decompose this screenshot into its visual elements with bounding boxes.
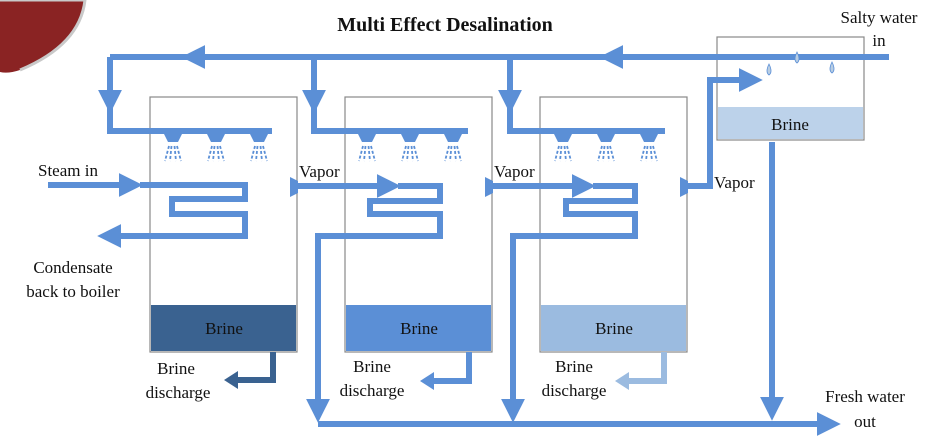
flow-lines [48,45,889,436]
preheater-brine-label: Brine [771,115,809,134]
brine-discharge-label-2b: discharge [340,381,405,400]
coil-3 [510,183,638,410]
spray-nozzle-5 [401,134,419,142]
coil-1 [120,182,248,239]
brine-discharge-label-2a: Brine [353,357,391,376]
salty-water-label-1: Salty water [841,8,918,27]
water-drops [766,51,835,76]
brine-discharge-label-1b: discharge [146,383,211,402]
spray-header-2 [311,106,468,134]
vapor-label-3: Vapor [714,173,755,192]
spray-nozzle-7 [554,134,572,142]
brine-label-2: Brine [400,319,438,338]
spray-nozzle-1 [164,134,182,142]
vapor-label-1: Vapor [299,162,340,181]
effect-vessel-1: Brine [149,96,298,353]
spray-header-3 [507,106,665,134]
spray-nozzle-8 [597,134,615,142]
brine-pool-3 [541,305,686,351]
spray-nozzle-4 [358,134,376,142]
brine-pool-1 [151,305,296,351]
vapor-line-3 [687,68,763,189]
vapor-label-2: Vapor [494,162,535,181]
spray-nozzle-2 [207,134,225,142]
brine-discharge-label-3a: Brine [555,357,593,376]
fresh-water-label-2: out [854,412,876,431]
brine-discharge-2 [428,352,472,384]
brine-discharge-label-1a: Brine [157,359,195,378]
coil-2 [315,183,443,410]
corner-decoration [0,0,85,73]
preheater-vessel: Brine [716,36,865,141]
condensate-label-2: back to boiler [26,282,120,301]
steam-in-label: Steam in [38,161,98,180]
diagram-title: Multi Effect Desalination [337,14,553,36]
fresh-water-label-1: Fresh water [825,387,905,406]
preheater-brine-pool [718,107,863,139]
vapor-outlets [290,177,688,197]
brine-discharge-3 [623,352,667,384]
brine-pool-2 [346,305,491,351]
spray-nozzle-9 [640,134,658,142]
brine-label-3: Brine [595,319,633,338]
brine-discharge-label-3b: discharge [542,381,607,400]
spray-nozzles [164,134,658,162]
spray-header-1 [107,106,272,134]
spray-nozzle-3 [250,134,268,142]
salty-water-label-2: in [872,31,886,50]
condensate-label-1: Condensate [33,258,112,277]
brine-discharge-1 [232,352,276,383]
brine-discharge-lines [224,352,667,390]
brine-label-1: Brine [205,319,243,338]
spray-nozzle-6 [444,134,462,142]
